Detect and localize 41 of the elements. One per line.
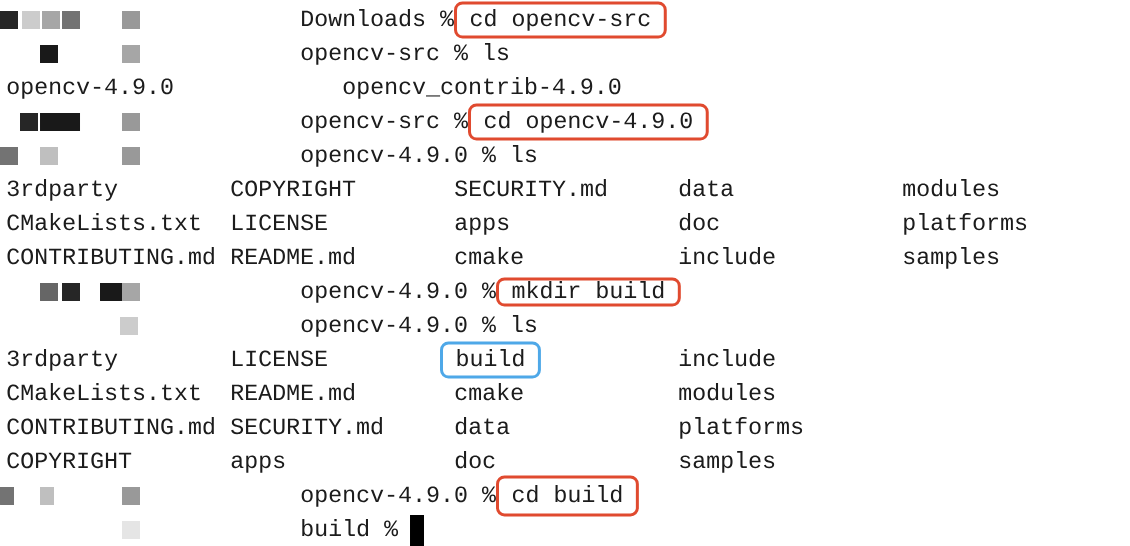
terminal-text: platforms	[680, 417, 803, 439]
terminal-text: doc	[455, 451, 495, 469]
terminal-text: opencv-4.9.0 % ls	[301, 145, 536, 167]
terminal-text: 3rdparty	[7, 349, 118, 371]
terminal-text: include	[679, 349, 775, 367]
terminal-text: data	[455, 417, 510, 435]
terminal-text: opencv-src % ls	[301, 43, 508, 65]
terminal-text: platforms	[904, 213, 1027, 235]
terminal-text: include	[679, 247, 775, 265]
highlight-box: mkdir build	[496, 277, 681, 307]
terminal-text: CONTRIBUTING.md	[7, 417, 214, 435]
terminal-text: doc	[679, 213, 719, 231]
terminal-text: LICENSE	[232, 214, 327, 231]
terminal-text: COPYRIGHT	[231, 180, 356, 197]
terminal-text: README.md	[232, 247, 354, 265]
highlight-box: cd build	[496, 475, 639, 517]
terminal-text: CONTRIBUTING.md	[7, 247, 214, 265]
terminal-text: data	[679, 179, 734, 197]
terminal-text: opencv-4.9.0 % ls	[301, 315, 536, 337]
terminal-text: cmake	[455, 247, 523, 265]
terminal-text: modules	[679, 383, 775, 401]
terminal-text: 3rdparty	[7, 179, 118, 201]
highlight-box: build	[440, 341, 541, 379]
terminal-text: CMakeLists.txt	[7, 383, 200, 401]
terminal-text: samples	[904, 247, 999, 269]
highlight-box: cd opencv-4.9.0	[468, 103, 709, 141]
highlight-box: cd opencv-src	[454, 1, 667, 39]
terminal-text: opencv-4.9.0 %	[301, 282, 496, 303]
terminal-text: samples	[680, 451, 775, 473]
terminal-text: apps	[455, 217, 509, 235]
terminal-text: CMakeLists.txt	[7, 213, 200, 231]
terminal-text: apps	[231, 455, 285, 473]
terminal-text: opencv_contrib-4.9.0	[343, 77, 621, 99]
terminal-text: README.md	[232, 383, 354, 401]
terminal-text: opencv-4.9.0	[7, 78, 173, 99]
terminal-text: LICENSE	[232, 350, 327, 367]
terminal-text: modules	[903, 179, 999, 197]
terminal-text: build %	[302, 519, 399, 537]
terminal-text: SECURITY.md	[231, 417, 382, 435]
terminal-text: SECURITY.md	[455, 179, 606, 197]
terminal-text: COPYRIGHT	[7, 452, 132, 469]
